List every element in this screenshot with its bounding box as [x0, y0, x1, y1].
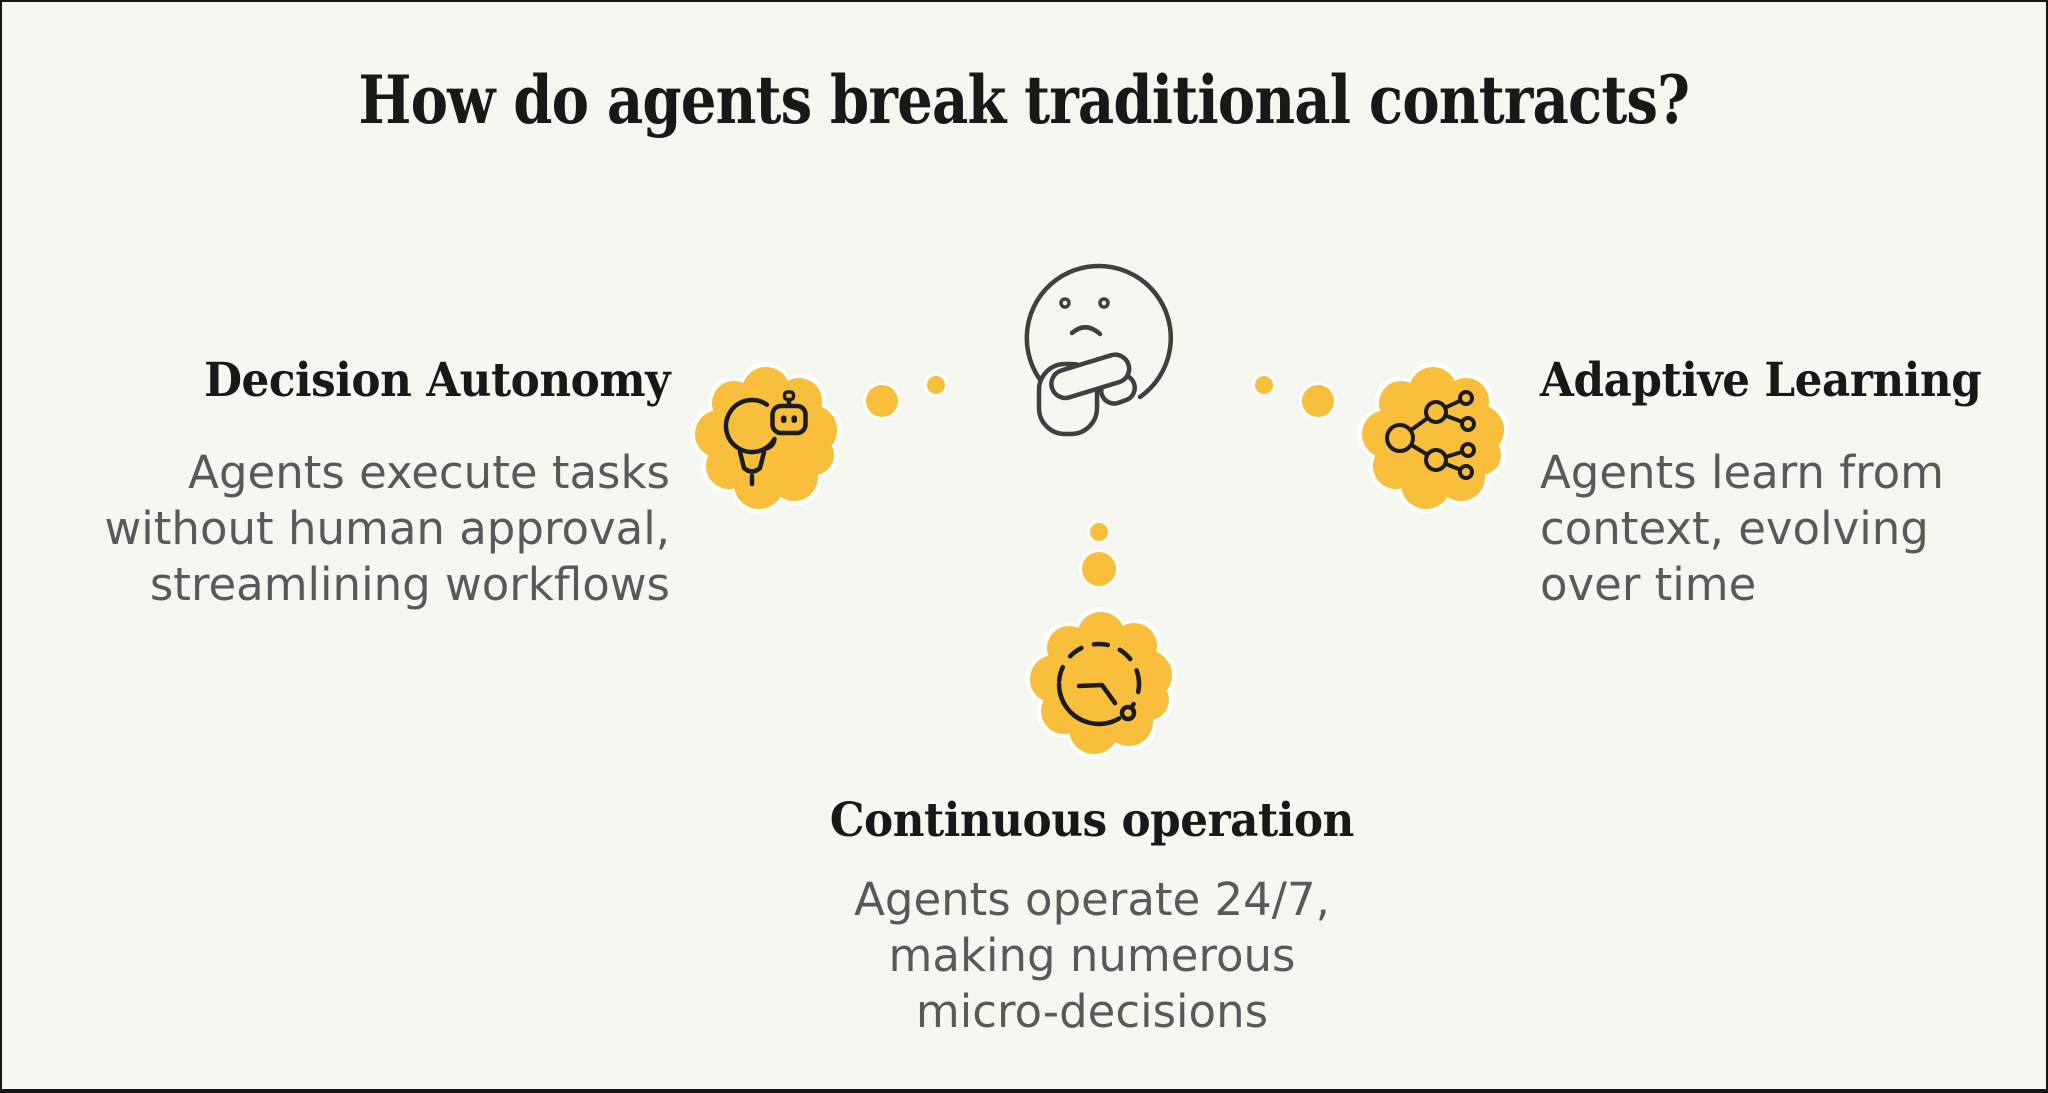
description-line: Agents operate 24/7,	[854, 873, 1330, 926]
page-title-text: How do agents break traditional contract…	[358, 61, 1691, 139]
description-line: streamlining workflows	[149, 558, 670, 611]
face-eye-left	[1059, 297, 1071, 309]
clock-icon	[1056, 641, 1142, 727]
bulb-glass	[723, 397, 777, 455]
hand-thumb	[1049, 352, 1132, 401]
network-node-upper	[1424, 400, 1448, 424]
thought-blob-right	[1356, 362, 1509, 514]
face-head-outline	[1024, 263, 1174, 400]
thought-dots-left	[863, 373, 948, 420]
robot-antenna-top	[782, 390, 796, 402]
network-leaf-4	[1458, 464, 1474, 480]
network-edges	[1398, 396, 1470, 474]
network-node-root	[1385, 423, 1415, 453]
description-line: context, evolving	[1540, 502, 1929, 555]
face-eye-right	[1098, 297, 1110, 309]
thought-blob-left	[689, 362, 842, 514]
lightbulb-robot-icon	[723, 390, 808, 487]
network-branch-icon	[1385, 390, 1476, 480]
page-title: How do agents break traditional contract…	[2, 66, 2046, 134]
section-continuous-operation: Continuous operation Agents operate 24/7…	[742, 796, 1442, 1040]
description-line: over time	[1540, 558, 1757, 611]
description-line: making numerous	[888, 929, 1296, 982]
description-line: Agents execute tasks	[188, 446, 670, 499]
thinking-face	[1024, 263, 1174, 437]
clock-end-dot	[1119, 704, 1137, 722]
section-description-bottom: Agents operate 24/7, making numerous mic…	[742, 872, 1442, 1040]
bulb-socket	[737, 449, 767, 474]
network-leaf-3	[1460, 442, 1476, 458]
robot-eye-left	[781, 415, 787, 423]
network-leaf-1	[1458, 390, 1474, 406]
face-frown	[1069, 325, 1103, 337]
section-description-left: Agents execute tasks without human appro…	[2, 445, 670, 613]
clock-hands	[1076, 682, 1118, 706]
description-line: without human approval,	[104, 502, 670, 555]
thought-dots-right	[1252, 373, 1337, 420]
clock-dial-solid-arc	[1056, 681, 1122, 727]
section-heading-bottom: Continuous operation	[829, 793, 1355, 848]
network-node-lower	[1424, 448, 1448, 472]
description-line: micro-decisions	[915, 985, 1269, 1038]
network-leaf-2	[1460, 416, 1476, 432]
robot-head	[770, 403, 808, 436]
section-description-right: Agents learn from context, evolving over…	[1540, 445, 2046, 613]
thought-dots-bottom	[1079, 520, 1119, 589]
description-line: Agents learn from	[1540, 446, 1944, 499]
section-decision-autonomy: Decision Autonomy Agents execute tasks w…	[2, 353, 670, 613]
section-heading-right: Adaptive Learning	[1540, 353, 1982, 408]
section-heading-left: Decision Autonomy	[203, 353, 670, 408]
section-adaptive-learning: Adaptive Learning Agents learn from cont…	[1540, 353, 2046, 613]
robot-eye-right	[791, 415, 797, 423]
